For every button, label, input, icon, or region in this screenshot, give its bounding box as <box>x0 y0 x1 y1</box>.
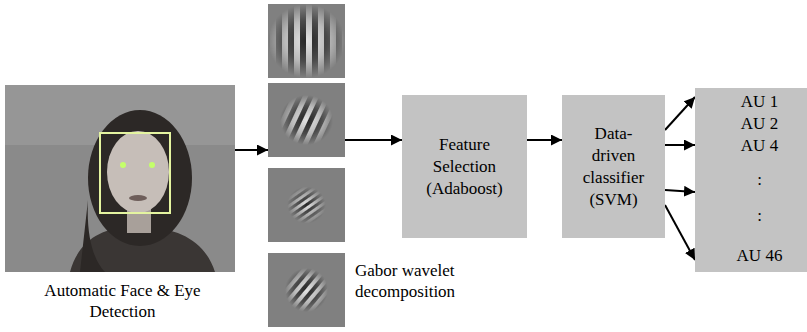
filter-bank: Gabor wavelet decomposition <box>268 4 345 327</box>
gabor-filter <box>268 253 345 327</box>
action-unit-label: AU 4 <box>695 136 807 156</box>
process-box: Feature Selection (Adaboost) <box>402 95 527 238</box>
gabor-filter <box>268 4 345 78</box>
process-box: Data-driven classifier (SVM) <box>562 95 665 238</box>
action-unit-label: AU 2 <box>695 114 807 134</box>
gabor-filter <box>268 168 345 242</box>
flow-arrow <box>527 139 562 141</box>
flow-arrow <box>665 205 695 260</box>
face-photo <box>5 85 235 272</box>
caption-label: Automatic Face & Eye Detection <box>40 280 205 322</box>
gabor-filter <box>268 83 345 157</box>
flow-arrow <box>345 139 402 141</box>
flow-arrow <box>235 149 268 151</box>
box-label: Data-driven classifier (SVM) <box>574 123 653 211</box>
action-unit-label: AU 46 <box>695 246 807 266</box>
flow-arrow <box>665 97 695 130</box>
flow-arrow <box>665 144 695 146</box>
output-box: AU 1AU 2AU 4::AU 46 <box>695 88 807 272</box>
caption-label: Gabor wavelet decomposition <box>355 260 467 302</box>
box-label: Feature Selection (Adaboost) <box>414 134 515 200</box>
action-unit-label: : <box>695 170 807 190</box>
photo-node: Automatic Face & Eye Detection <box>5 85 235 272</box>
action-unit-label: AU 1 <box>695 92 807 112</box>
flow-arrow <box>665 190 695 192</box>
action-unit-label: : <box>695 206 807 226</box>
